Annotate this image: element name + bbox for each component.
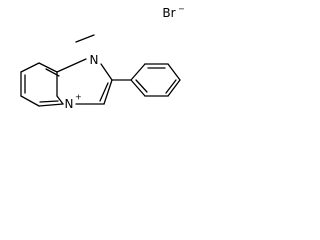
pyridine-bond-top-left bbox=[38, 62, 58, 73]
phenyl-bond-1 bbox=[130, 63, 146, 81]
n-plus-atom: N + bbox=[65, 93, 82, 112]
n1-atom-label: N bbox=[90, 53, 99, 67]
pyridine-double-bond-inner bbox=[45, 68, 60, 77]
chemical-structure: Br − N N + bbox=[20, 5, 185, 112]
phenyl-bond-3 bbox=[167, 63, 181, 81]
methyl-group bbox=[75, 34, 95, 43]
bromide-symbol: Br bbox=[162, 6, 175, 20]
n-plus-charge: + bbox=[75, 93, 82, 102]
bromide-charge: − bbox=[178, 5, 185, 14]
pyridine-bond-far-bottom bbox=[20, 95, 40, 107]
pyridine-bond-bottom-left bbox=[56, 95, 64, 105]
pyridine-bond-far-top bbox=[20, 62, 40, 73]
n-plus-atom-label: N bbox=[65, 97, 74, 111]
phenyl-bond-4 bbox=[167, 79, 181, 97]
imidazole-bond-c2-c3 bbox=[103, 79, 113, 105]
bridge-bond-to-n1 bbox=[56, 58, 87, 73]
imidazole-double-bond-inner bbox=[99, 82, 109, 102]
bromide-counterion: Br − bbox=[162, 5, 184, 21]
pyridine-double-bond-bottom-inner bbox=[39, 100, 59, 103]
phenyl-bond-6 bbox=[130, 79, 146, 97]
imidazole-ring bbox=[75, 63, 113, 105]
methyl-bond bbox=[75, 34, 95, 43]
imidazole-bond-n1-c2 bbox=[100, 63, 113, 81]
phenyl-ring bbox=[111, 63, 181, 97]
phenyl-double-bond-inner-right bbox=[165, 79, 177, 94]
pyridine-bond-bottom bbox=[38, 103, 64, 107]
pyridine-ring bbox=[20, 58, 87, 107]
phenyl-double-bond-inner-left bbox=[135, 79, 148, 93]
